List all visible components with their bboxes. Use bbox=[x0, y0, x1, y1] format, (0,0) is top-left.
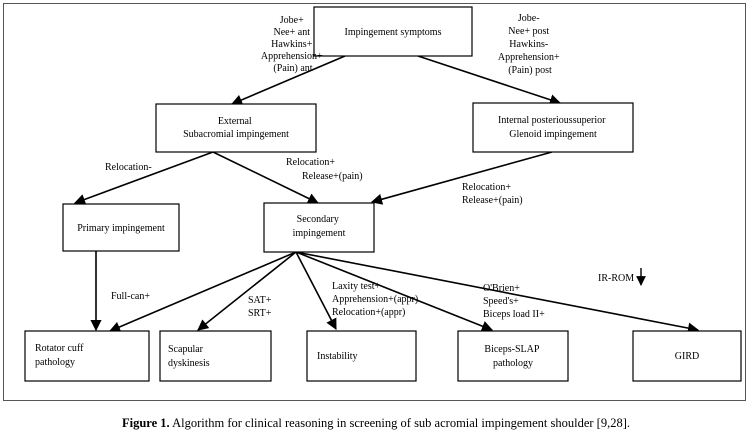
node-labels: Impingement symptoms External Subacromia… bbox=[35, 27, 699, 369]
arrow-to-internal bbox=[417, 55, 562, 106]
arrow-secondary-to-scapular bbox=[197, 251, 297, 331]
arrow-secondary-to-biceps bbox=[295, 251, 494, 332]
node-scapular-box bbox=[159, 330, 272, 382]
edge-labels: Jobe+ Nee+ ant Hawkins+ Apprehension+ (P… bbox=[105, 13, 634, 320]
arrow-external-to-secondary bbox=[212, 151, 320, 204]
label-to-biceps: O'Brien+ Speed's+ Biceps load II+ bbox=[483, 283, 545, 320]
node-rotator-cuff: Rotator cuff pathology bbox=[35, 343, 86, 368]
arrow-secondary-to-instability bbox=[295, 251, 337, 330]
node-gird: GIRD bbox=[675, 351, 699, 362]
node-instability-box bbox=[306, 330, 417, 382]
node-external: External Subacromial impingement bbox=[183, 116, 289, 140]
arrow-secondary-to-rotator-cuff bbox=[108, 251, 297, 333]
edges bbox=[73, 55, 700, 334]
label-to-external: Jobe+ Nee+ ant Hawkins+ Apprehension+ (P… bbox=[261, 15, 325, 74]
label-to-rotator-cuff: Full-can+ bbox=[111, 291, 150, 302]
label-to-instability: Laxity test+ Apprehension+(appr) Relocat… bbox=[332, 281, 421, 318]
node-primary-box bbox=[62, 203, 180, 252]
node-primary: Primary impingement bbox=[77, 223, 165, 234]
node-secondary: Secondary impingement bbox=[293, 214, 346, 239]
node-impingement-symptoms-box bbox=[313, 6, 473, 57]
node-impingement-symptoms: Impingement symptoms bbox=[345, 27, 442, 38]
node-biceps-slap: Biceps-SLAP pathology bbox=[484, 344, 541, 369]
node-instability: Instability bbox=[317, 351, 358, 362]
arrow-to-external bbox=[230, 55, 346, 106]
node-biceps-slap-box bbox=[457, 330, 569, 382]
label-to-internal: Jobe- Nee+ post Hawkins- Apprehension+ (… bbox=[498, 13, 562, 76]
arrow-internal-to-secondary bbox=[370, 151, 553, 205]
label-internal-to-secondary: Relocation+ Release+(pain) bbox=[462, 182, 523, 206]
label-external-to-secondary: Relocation+ Release+(pain) bbox=[286, 157, 363, 182]
node-gird-box bbox=[632, 330, 742, 382]
nodes bbox=[24, 6, 742, 382]
label-ir-rom: IR-ROM bbox=[598, 273, 634, 284]
figure-caption: Figure 1. Algorithm for clinical reasoni… bbox=[122, 416, 630, 430]
label-to-scapular: SAT+ SRT+ bbox=[248, 295, 274, 319]
node-internal: Internal posterioussuperior Glenoid impi… bbox=[498, 115, 608, 140]
node-external-box bbox=[155, 103, 317, 153]
arrow-secondary-to-gird bbox=[295, 251, 700, 334]
figure-frame bbox=[3, 3, 746, 401]
node-rotator-cuff-box bbox=[24, 330, 150, 382]
caption-label: Figure 1. bbox=[122, 416, 170, 430]
node-scapular: Scapular dyskinesis bbox=[168, 344, 210, 369]
node-secondary-box bbox=[263, 202, 375, 253]
node-internal-box bbox=[472, 102, 634, 153]
arrow-external-to-primary bbox=[73, 151, 214, 205]
label-to-primary: Relocation- bbox=[105, 162, 152, 173]
caption-text: Algorithm for clinical reasoning in scre… bbox=[170, 416, 630, 430]
